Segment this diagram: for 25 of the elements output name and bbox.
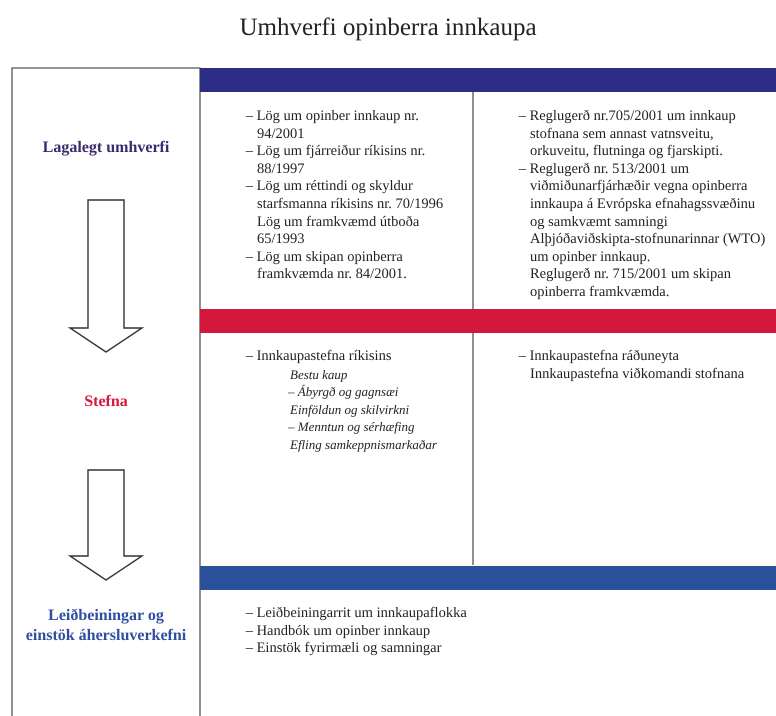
section-heading: Lagalegt umhverfi bbox=[42, 138, 170, 158]
list-item: – Handbók um opinber innkaup bbox=[244, 622, 432, 640]
block-arrow bbox=[68, 199, 144, 353]
list-item: – Ábyrgð og gagnsæi bbox=[287, 383, 400, 401]
list-item: Lög um framkvæmd útboða 65/1993 bbox=[256, 214, 420, 249]
list-item: Reglugerð nr. 715/2001 um skipan opinberra framkvæmda. bbox=[529, 266, 732, 302]
list-item: Efling samkeppnismarkaðar bbox=[288, 436, 438, 454]
title: Umhverfi opinberra innkaupa bbox=[238, 14, 538, 42]
section-heading: Leiðbeiningar og einstök áhersluverkefni bbox=[24, 606, 188, 646]
list-item: – Lög um fjárreiður ríkisins nr. 88/1997 bbox=[244, 143, 426, 178]
list-item: – Lög um réttindi og skyldur starfsmanna ríkisins nr. 70/1996 bbox=[244, 178, 444, 214]
list-item: – Innkaupastefna ríkisins bbox=[244, 348, 392, 366]
list-item: – Reglugerð nr.705/2001 um innkaup stofnana sem annast vatnsveitu, orkuveitu, flutninga og fjarskipti. bbox=[518, 108, 737, 161]
list-item: – Lög um skipan opinberra framkvæmda nr. 84/2001. bbox=[244, 248, 408, 284]
list-item: – Leiðbeiningarrit um innkaupaflokka bbox=[244, 605, 468, 623]
list-item: – Menntun og sérhæfing bbox=[287, 418, 416, 436]
list-item: Bestu kaup bbox=[289, 366, 348, 384]
list-item: – Einstök fyrirmæli og samningar bbox=[244, 640, 442, 658]
list-item: – Innkaupastefna ráðuneyta bbox=[518, 348, 680, 366]
list-item: – Reglugerð nr. 513/2001 um viðmiðunarfjárhæðir vegna opinberra innkaupa á Evrópska efnahagssvæðinu og samkvæmt samningi Alþjóðaviðskipta-stofnunarinnar (WTO) um opinber innkaup. bbox=[518, 160, 766, 266]
block-arrow bbox=[68, 469, 144, 581]
section-heading: Stefna bbox=[83, 392, 129, 412]
list-item: – Lög um opinber innkaup nr. 94/2001 bbox=[244, 108, 420, 144]
list-item: Einföldun og skilvirkni bbox=[288, 400, 410, 418]
list-item: Innkaupastefna viðkomandi stofnana bbox=[529, 366, 746, 384]
